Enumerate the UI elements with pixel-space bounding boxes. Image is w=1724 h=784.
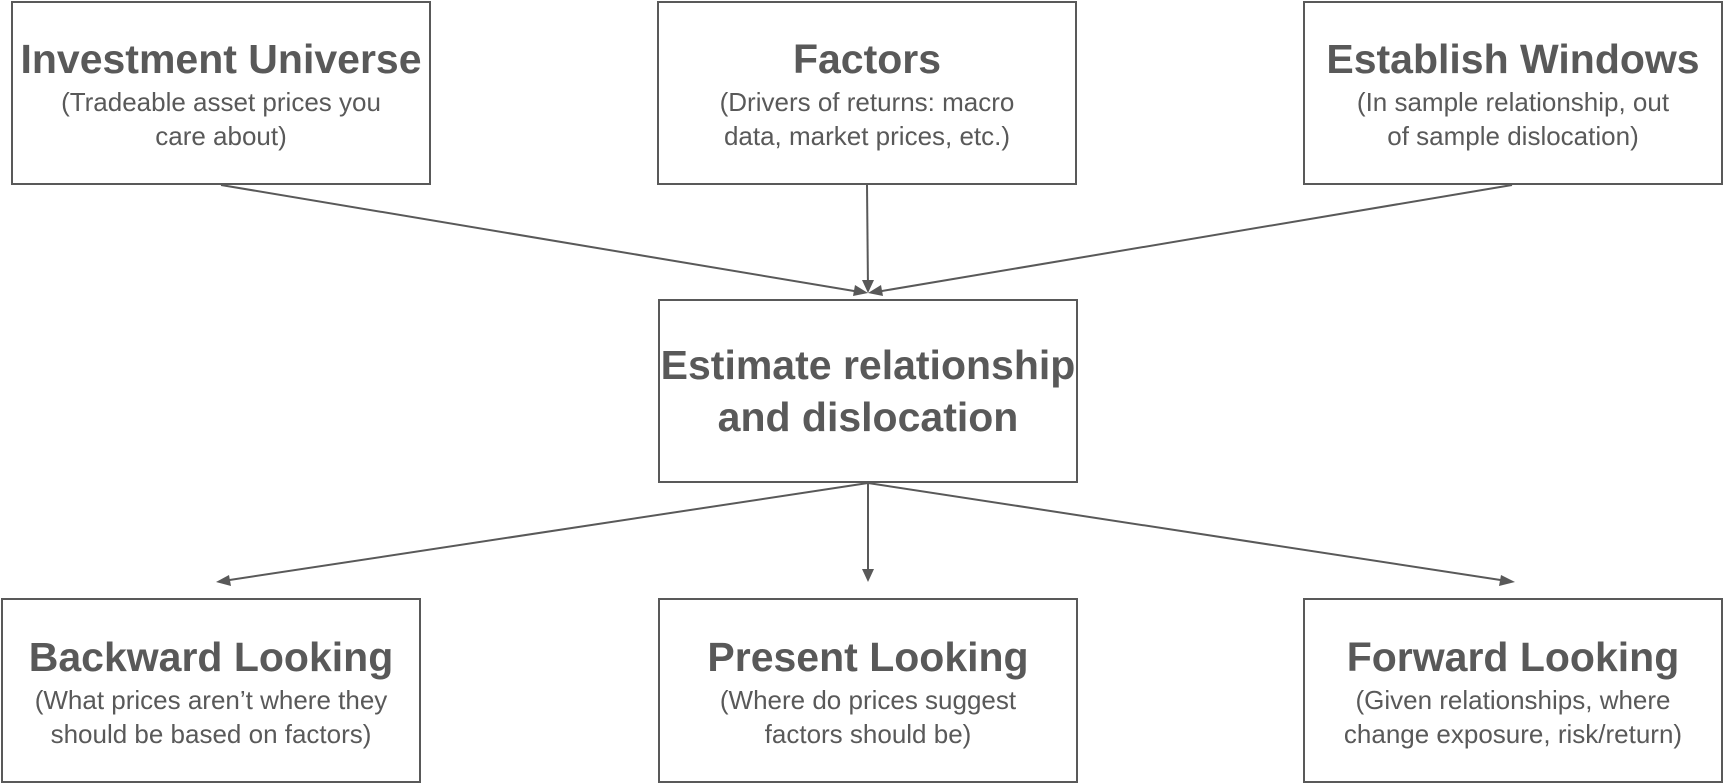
node-description: (Tradeable asset prices you care about) — [61, 87, 381, 151]
node-title: Backward Looking — [28, 633, 394, 680]
node-present-looking: Present Looking (Where do prices suggest… — [658, 598, 1078, 783]
node-description: (In sample relationship, out of sample d… — [1356, 87, 1670, 151]
node-title: Factors — [792, 36, 942, 82]
node-title: Investment Universe — [20, 36, 422, 82]
node-title: Establish Windows — [1326, 36, 1700, 82]
node-backward-looking: Backward Looking (What prices aren’t whe… — [1, 598, 421, 783]
node-forward-looking: Forward Looking (Given relationships, wh… — [1303, 598, 1723, 783]
node-title: Forward Looking — [1346, 633, 1680, 680]
arrowhead-estimate-to-present — [862, 569, 874, 582]
edge-universe-to-estimate — [220, 184, 861, 293]
edge-windows-to-estimate — [875, 184, 1513, 293]
node-title: Estimate relationship and dislocation — [660, 342, 1076, 440]
node-description: (What prices aren’t where they should be… — [34, 684, 388, 749]
node-description: (Drivers of returns: macro data, market … — [719, 87, 1015, 151]
arrowhead-universe-to-estimate — [853, 285, 868, 296]
arrowhead-estimate-to-forward — [1499, 575, 1515, 586]
arrowhead-estimate-to-backward — [216, 575, 231, 586]
arrowhead-windows-to-estimate — [868, 285, 883, 296]
node-factors: Factors (Drivers of returns: macro data,… — [657, 1, 1077, 185]
node-estimate-relationship: Estimate relationship and dislocation — [658, 299, 1078, 483]
node-description: (Given relationships, where change expos… — [1343, 684, 1683, 749]
node-title: Present Looking — [707, 633, 1029, 680]
node-investment-universe: Investment Universe (Tradeable asset pri… — [11, 1, 431, 185]
edge-factors-to-estimate — [866, 184, 869, 290]
edge-estimate-to-backward — [222, 482, 869, 582]
node-description: (Where do prices suggest factors should … — [719, 684, 1017, 749]
arrowhead-factors-to-estimate — [862, 280, 874, 293]
edge-estimate-to-forward — [867, 482, 1508, 582]
node-establish-windows: Establish Windows (In sample relationshi… — [1303, 1, 1723, 185]
